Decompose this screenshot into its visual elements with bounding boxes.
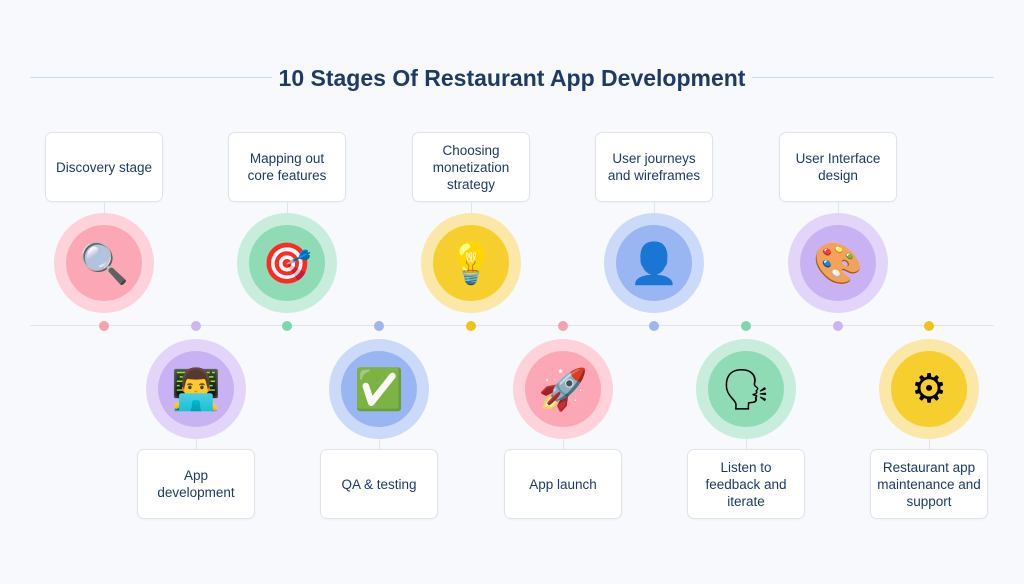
timeline-dot <box>558 321 568 331</box>
stage-card: Listen to feedback and iterate <box>687 449 805 519</box>
stage-connector <box>287 202 288 214</box>
stage-label: Discovery stage <box>55 159 153 175</box>
stage-connector <box>379 438 380 450</box>
light-bulb-icon: 💡 <box>433 225 509 301</box>
stage-connector <box>838 202 839 214</box>
timeline-dot <box>191 321 201 331</box>
stage-card: Discovery stage <box>45 132 163 202</box>
stage-label: App development <box>157 468 235 500</box>
timeline-dot <box>99 321 109 331</box>
stage-connector <box>104 202 105 214</box>
stage-ring: 💡 <box>421 213 521 313</box>
speaking-head-icon: 🗣 <box>708 351 784 427</box>
timeline-dot <box>374 321 384 331</box>
stage-ring: 👨‍💻 <box>146 339 246 439</box>
target-icon: 🎯 <box>249 225 325 301</box>
stage-label: App launch <box>529 476 597 492</box>
stage-connector <box>929 438 930 450</box>
timeline-line <box>30 325 994 326</box>
page-title: 10 Stages Of Restaurant App Development <box>278 65 746 91</box>
stage-connector <box>654 202 655 214</box>
technologist-icon: 👨‍💻 <box>158 351 234 427</box>
stage-card: App launch <box>504 449 622 519</box>
stage-card: QA & testing <box>320 449 438 519</box>
check-mark-icon: ✅ <box>341 351 417 427</box>
stage-ring: 👤 <box>604 213 704 313</box>
stage-connector <box>746 438 747 450</box>
stage-card: Mapping out core features <box>228 132 346 202</box>
stage-label: User journeys and wireframes <box>607 151 701 183</box>
stage-ring: 🚀 <box>513 339 613 439</box>
stage-label: QA & testing <box>341 476 417 492</box>
stage-ring: ⚙ <box>879 339 979 439</box>
user-silhouette-icon: 👤 <box>616 225 692 301</box>
stage-label: Listen to feedback and iterate <box>705 459 787 509</box>
stage-card: Restaurant app maintenance and support <box>870 449 988 519</box>
artist-palette-icon: 🎨 <box>800 225 876 301</box>
stage-ring: 🔍 <box>54 213 154 313</box>
timeline-dot <box>282 321 292 331</box>
stage-ring: 🎯 <box>237 213 337 313</box>
stage-card: Choosing monetization strategy <box>412 132 530 202</box>
stage-ring: 🎨 <box>788 213 888 313</box>
timeline-dot <box>741 321 751 331</box>
stage-ring: ✅ <box>329 339 429 439</box>
stage-connector <box>563 438 564 450</box>
gear-icon: ⚙ <box>891 351 967 427</box>
title-divider-right <box>752 77 994 78</box>
timeline-dot <box>833 321 843 331</box>
magnifying-glass-icon: 🔍 <box>66 225 142 301</box>
title-divider-left <box>30 77 272 78</box>
timeline-dot <box>649 321 659 331</box>
stage-label: Restaurant app maintenance and support <box>877 459 981 509</box>
stage-card: User Interface design <box>779 132 897 202</box>
stage-ring: 🗣 <box>696 339 796 439</box>
stage-connector <box>196 438 197 450</box>
rocket-icon: 🚀 <box>525 351 601 427</box>
stage-label: User Interface design <box>795 151 881 183</box>
timeline-dot <box>466 321 476 331</box>
stage-card: User journeys and wireframes <box>595 132 713 202</box>
timeline-dot <box>924 321 934 331</box>
title-bar: 10 Stages Of Restaurant App Development <box>0 60 1024 96</box>
stage-label: Mapping out core features <box>247 151 327 183</box>
stage-label: Choosing monetization strategy <box>432 142 510 192</box>
stage-card: App development <box>137 449 255 519</box>
stage-connector <box>471 202 472 214</box>
